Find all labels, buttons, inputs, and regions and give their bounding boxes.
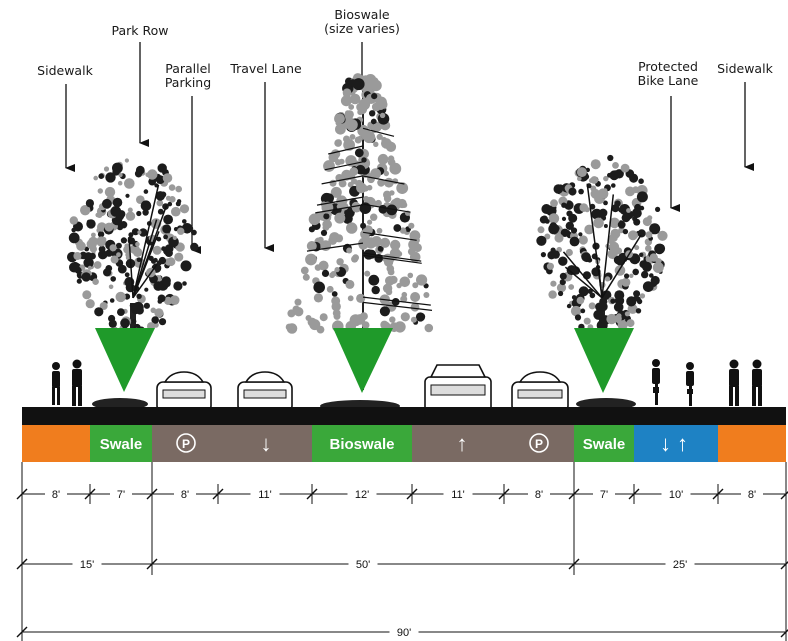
up-arrow-icon: ↑ [457, 431, 468, 456]
tree-swale-right [536, 154, 668, 363]
callout-bioswale: Bioswale (size varies) [324, 7, 400, 36]
callout-protected-bike-lane: Protected Bike Lane [637, 59, 699, 88]
dimension-label: 50' [356, 559, 370, 571]
dimension-label: 90' [397, 627, 411, 639]
callout-arrows [65, 42, 754, 254]
dimension-label: 25' [673, 559, 687, 571]
dimension-label: 11' [258, 489, 272, 501]
segment-bike-lane [634, 425, 718, 462]
segment-road-left [152, 425, 312, 462]
marker-bioswale [333, 328, 393, 393]
tree-bioswale [285, 73, 434, 390]
strip-label-bioswale: Bioswale [329, 436, 394, 453]
dimension-row-total: 90' [16, 622, 788, 641]
dimension-label: 10' [669, 489, 683, 501]
down-arrow-icon: ↓ [261, 431, 272, 456]
pedestrian-icon [729, 359, 739, 406]
dimension-label: 15' [80, 559, 94, 571]
ground-surface [22, 407, 786, 425]
callout-parallel-parking: Parallel Parking [164, 61, 212, 90]
strip-label-swale-left: Swale [100, 436, 143, 453]
parking-sign-icon-right: P [535, 437, 543, 451]
segment-sidewalk-left [22, 425, 90, 462]
swale-markers [95, 328, 634, 393]
lane-strip: Swale P ↓ Bioswale ↑ P Swale ↓ ↑ [22, 425, 786, 462]
dimension-label: 8' [181, 489, 189, 501]
segment-swale-left [90, 425, 152, 462]
callout-sidewalk-left: Sidewalk [37, 63, 93, 78]
people [52, 359, 762, 406]
cyclist-icon [686, 362, 694, 406]
pedestrian-icon [72, 359, 82, 406]
parking-sign-icon-left: P [182, 437, 190, 451]
cars [156, 364, 569, 417]
callout-travel-lane: Travel Lane [230, 61, 302, 76]
marker-swale-left [95, 328, 155, 392]
dimension-lines: 8' 7' 8' 11' 12' 11' 8' 7' 10' 8' 15' 50' 25' 90' [16, 462, 788, 641]
dimension-label: 8' [748, 489, 756, 501]
trees [67, 73, 668, 390]
parking-circle-left [176, 433, 196, 453]
dimension-label: 11' [451, 489, 465, 501]
cyclist-icon [652, 359, 660, 405]
segment-road-right [412, 425, 574, 462]
dimension-row-lanes: 8' 7' 8' 11' 12' 11' 8' 7' 10' 8' [16, 484, 788, 504]
segment-sidewalk-right [718, 425, 786, 462]
dimension-label: 12' [355, 489, 369, 501]
segment-swale-right [574, 425, 634, 462]
dimension-label: 8' [535, 489, 543, 501]
bike-lane-arrows-icon: ↓ ↑ [660, 431, 688, 456]
dimension-label: 8' [52, 489, 60, 501]
dimension-row-zones: 15' 50' 25' [16, 554, 788, 574]
dimension-label: 7' [600, 489, 608, 501]
parking-circle-right [529, 433, 549, 453]
segment-bioswale [312, 425, 412, 462]
callout-park-row: Park Row [111, 23, 169, 38]
car-icon-parked-left [156, 371, 212, 416]
pedestrian-icon [752, 359, 762, 406]
marker-swale-right [574, 328, 634, 393]
pedestrian-icon [52, 362, 60, 405]
dimension-label: 7' [117, 489, 125, 501]
callout-sidewalk-right: Sidewalk [717, 61, 773, 76]
strip-label-swale-right: Swale [583, 436, 626, 453]
